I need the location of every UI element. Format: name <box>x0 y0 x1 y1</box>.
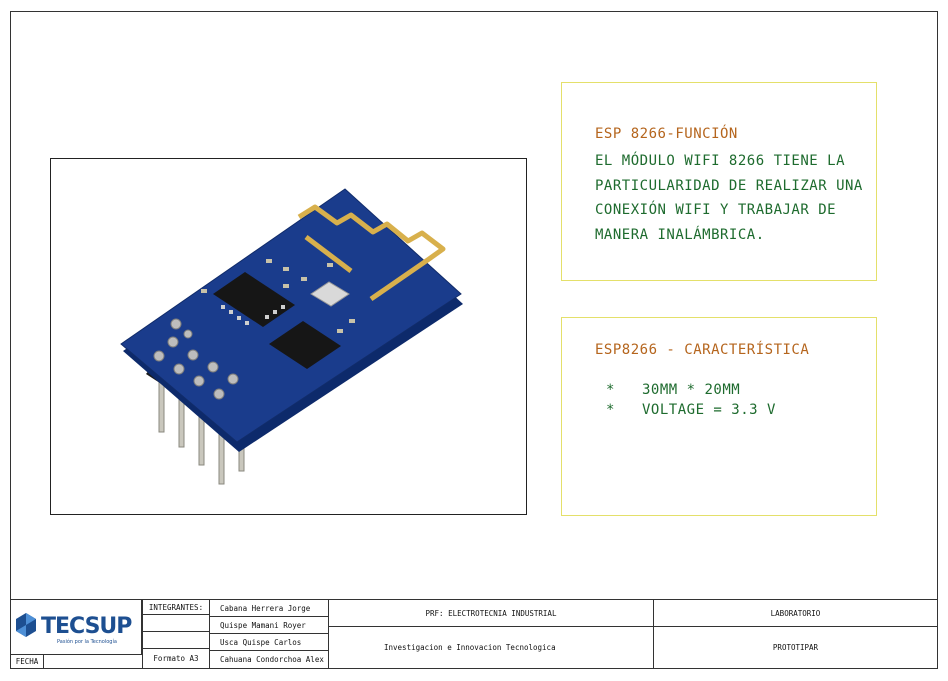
member-name: Quispe Mamani Royer <box>209 616 329 634</box>
prf-label: PRF: ELECTROTECNIA INDUSTRIAL <box>328 599 654 627</box>
function-box: ESP 8266-FUNCIÓN EL MÓDULO WIFI 8266 TIE… <box>561 82 877 281</box>
member-name: Usca Quispe Carlos <box>209 633 329 651</box>
fecha-value <box>43 654 143 669</box>
course-name: Investigacion e Innovacion Tecnologica <box>328 626 654 669</box>
logo-slogan: Pasión por la Tecnología <box>57 638 117 645</box>
logo-text: TECSUP <box>41 614 132 639</box>
list-item: * 30MM * 20MM <box>606 380 776 400</box>
characteristics-title: ESP8266 - CARACTERÍSTICA <box>595 342 810 358</box>
lab-label: LABORATORIO <box>653 599 938 627</box>
description-line: CONEXIÓN WIFI Y TRABAJAR DE <box>595 202 837 218</box>
pcb-antenna <box>297 204 446 302</box>
fecha-label: FECHA <box>10 654 44 669</box>
formato-label: Formato A3 <box>142 648 210 669</box>
member-name: Cahuana Condorchoa Alex <box>209 650 329 669</box>
crystal <box>310 281 350 307</box>
title-block: TECSUP Pasión por la Tecnología FECHA IN… <box>10 599 938 669</box>
tecsup-logo-mark: TECSUP Pasión por la Tecnología <box>16 613 133 645</box>
star-bullet-icon: * <box>606 402 615 418</box>
member-name: Cabana Herrera Jorge <box>209 599 329 617</box>
list-item: * VOLTAGE = 3.3 V <box>606 400 776 420</box>
esp8266-photo-frame <box>50 158 527 515</box>
description-line: MANERA INALÁMBRICA. <box>595 226 765 243</box>
characteristics-box: ESP8266 - CARACTERÍSTICA * 30MM * 20MM *… <box>561 317 877 516</box>
function-description: EL MÓDULO WIFI 8266 TIENE LA PARTICULARI… <box>595 149 875 247</box>
function-title: ESP 8266-FUNCIÓN <box>595 126 738 142</box>
integrantes-label: INTEGRANTES: <box>142 599 210 615</box>
list-item-text: 30MM * 20MM <box>642 382 741 398</box>
characteristics-list: * 30MM * 20MM * VOLTAGE = 3.3 V <box>606 380 776 420</box>
description-line: EL MÓDULO WIFI 8266 TIENE LA <box>595 153 846 169</box>
flash-chip <box>269 321 341 369</box>
list-item-text: VOLTAGE = 3.3 V <box>642 402 776 418</box>
pcb-board <box>120 188 462 443</box>
pin-pads <box>153 318 239 400</box>
tecsup-logo: TECSUP Pasión por la Tecnología <box>10 599 142 654</box>
esp8266-module-image <box>120 188 463 485</box>
star-bullet-icon: * <box>606 382 615 398</box>
lab-value: PROTOTIPAR <box>653 626 938 669</box>
description-line: PARTICULARIDAD DE REALIZAR UNA <box>595 177 863 194</box>
